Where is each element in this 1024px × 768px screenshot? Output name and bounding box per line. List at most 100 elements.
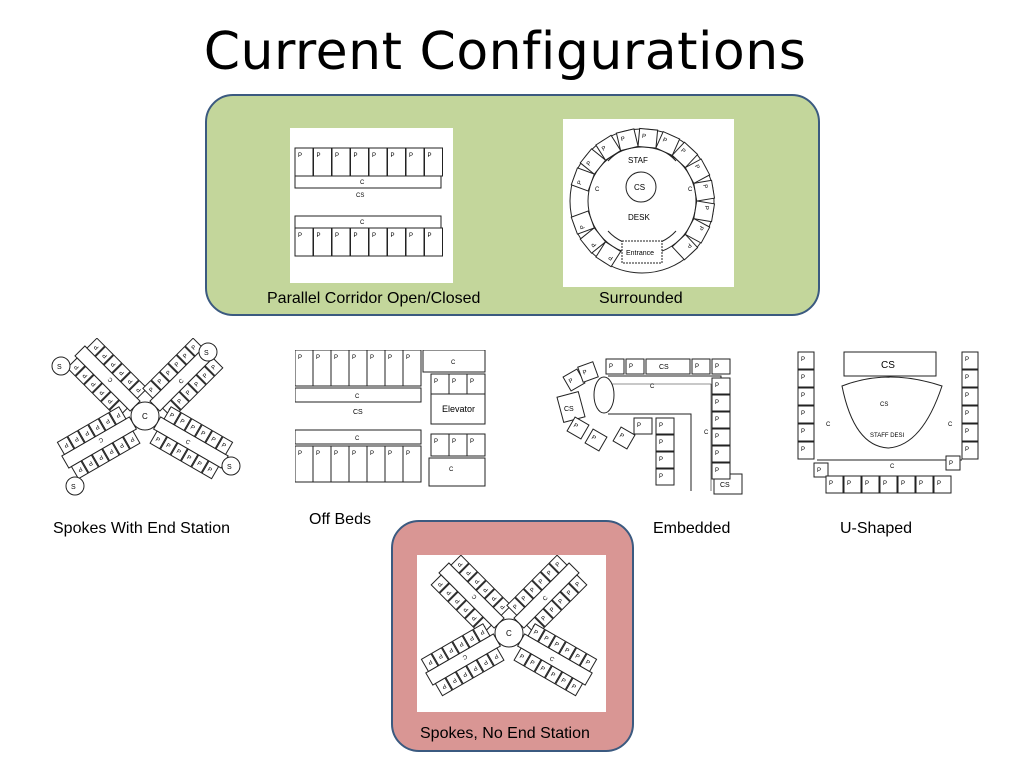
caption-spokes-end-station: Spokes With End Station — [53, 520, 230, 537]
patient-room: P — [312, 445, 332, 483]
patient-room: P — [431, 647, 450, 667]
svg-text:P: P — [865, 481, 869, 487]
svg-text:P: P — [388, 451, 392, 457]
patient-room: P — [159, 362, 179, 383]
caption-parallel-corridor: Parallel Corridor Open/Closed — [267, 290, 481, 307]
svg-text:P: P — [801, 447, 805, 453]
patient-room: P — [655, 130, 681, 157]
patient-room: P — [797, 405, 815, 424]
svg-text:P: P — [801, 375, 805, 381]
patient-room: P — [368, 147, 388, 177]
svg-text:P: P — [919, 481, 923, 487]
svg-text:P: P — [553, 642, 559, 649]
patient-room: P — [150, 371, 170, 391]
patient-room: P — [70, 460, 89, 480]
patient-room: P — [595, 134, 622, 161]
svg-text:P: P — [211, 364, 218, 371]
patient-room: P — [173, 412, 192, 432]
svg-text:P: P — [659, 423, 663, 429]
patient-room: P — [565, 677, 584, 697]
patient-room: P — [66, 357, 86, 377]
patient-room: P — [420, 653, 439, 673]
svg-text:P: P — [609, 364, 613, 370]
patient-room: P — [542, 599, 563, 619]
patient-room: P — [625, 358, 645, 375]
patient-room: P — [523, 579, 543, 600]
svg-text:P: P — [185, 390, 192, 397]
end-stations: S S S S — [51, 342, 241, 496]
patient-room: P — [450, 555, 470, 574]
svg-text:P: P — [549, 607, 556, 614]
staff-desk-label: STAFF DESI — [870, 433, 905, 439]
svg-text:C: C — [451, 360, 456, 366]
svg-text:P: P — [316, 451, 320, 457]
svg-text:P: P — [108, 447, 114, 454]
svg-text:C: C — [97, 436, 104, 444]
patient-room: P — [108, 406, 127, 426]
patient-room: P — [548, 555, 568, 574]
svg-text:P: P — [801, 411, 805, 417]
svg-text:P: P — [584, 660, 590, 667]
svg-text:P: P — [370, 355, 374, 361]
svg-text:P: P — [182, 353, 189, 360]
svg-text:C: C — [471, 592, 479, 600]
patient-room: P — [424, 227, 443, 257]
svg-text:P: P — [555, 562, 562, 569]
svg-text:P: P — [697, 225, 704, 231]
svg-text:P: P — [715, 468, 719, 474]
patient-room: P — [813, 462, 829, 478]
spokes-end-station-diagram: PPPPPPPPPPPPCPPPPPPPPPPPPCPPPPPPPPPPPPCP… — [45, 338, 247, 496]
patient-room: P — [195, 365, 216, 385]
patient-room: P — [897, 475, 916, 494]
patient-room: P — [434, 677, 453, 697]
svg-text:P: P — [196, 461, 202, 468]
svg-text:P: P — [568, 378, 574, 385]
svg-text:C: C — [178, 378, 186, 386]
patient-room: P — [384, 445, 404, 483]
svg-text:P: P — [591, 241, 598, 248]
svg-text:P: P — [482, 658, 488, 665]
svg-text:P: P — [472, 614, 479, 621]
svg-text:P: P — [316, 355, 320, 361]
patient-room: P — [445, 671, 464, 691]
svg-text:P: P — [965, 357, 969, 363]
corridor-label: C — [688, 187, 693, 193]
svg-text:P: P — [679, 148, 686, 155]
patient-room: P — [86, 338, 106, 357]
svg-text:P: P — [189, 425, 195, 432]
svg-text:P: P — [82, 371, 89, 378]
patient-room: P — [655, 451, 675, 469]
svg-text:C: C — [948, 422, 953, 428]
svg-text:P: P — [590, 435, 596, 442]
svg-text:P: P — [478, 628, 484, 635]
svg-text:P: P — [447, 646, 453, 653]
svg-text:P: P — [409, 233, 413, 239]
svg-text:P: P — [629, 364, 633, 370]
patient-room: P — [313, 227, 332, 257]
svg-text:P: P — [110, 360, 117, 367]
svg-text:P: P — [185, 455, 191, 462]
patient-room: P — [94, 345, 114, 366]
spokes-structure: PPPPPPPPPPPPCPPPPPPPPPPPPCPPPPPPPPPPPPCP… — [420, 555, 598, 697]
svg-text:P: P — [539, 666, 545, 673]
svg-text:P: P — [174, 362, 181, 369]
svg-text:C: C — [506, 629, 512, 638]
patient-room: P — [579, 227, 607, 254]
patient-room: P — [194, 424, 213, 444]
patient-room: P — [466, 373, 486, 395]
patient-room: P — [441, 641, 460, 661]
patient-room: P — [142, 379, 162, 400]
patient-room: P — [294, 147, 314, 177]
patient-room: P — [915, 475, 934, 494]
patient-room: P — [633, 417, 653, 435]
patient-room: P — [554, 671, 573, 691]
svg-text:P: P — [541, 615, 548, 622]
patient-room: P — [122, 430, 141, 450]
patient-room: P — [455, 665, 474, 685]
patient-room: P — [402, 350, 422, 387]
svg-text:C: C — [890, 464, 895, 470]
